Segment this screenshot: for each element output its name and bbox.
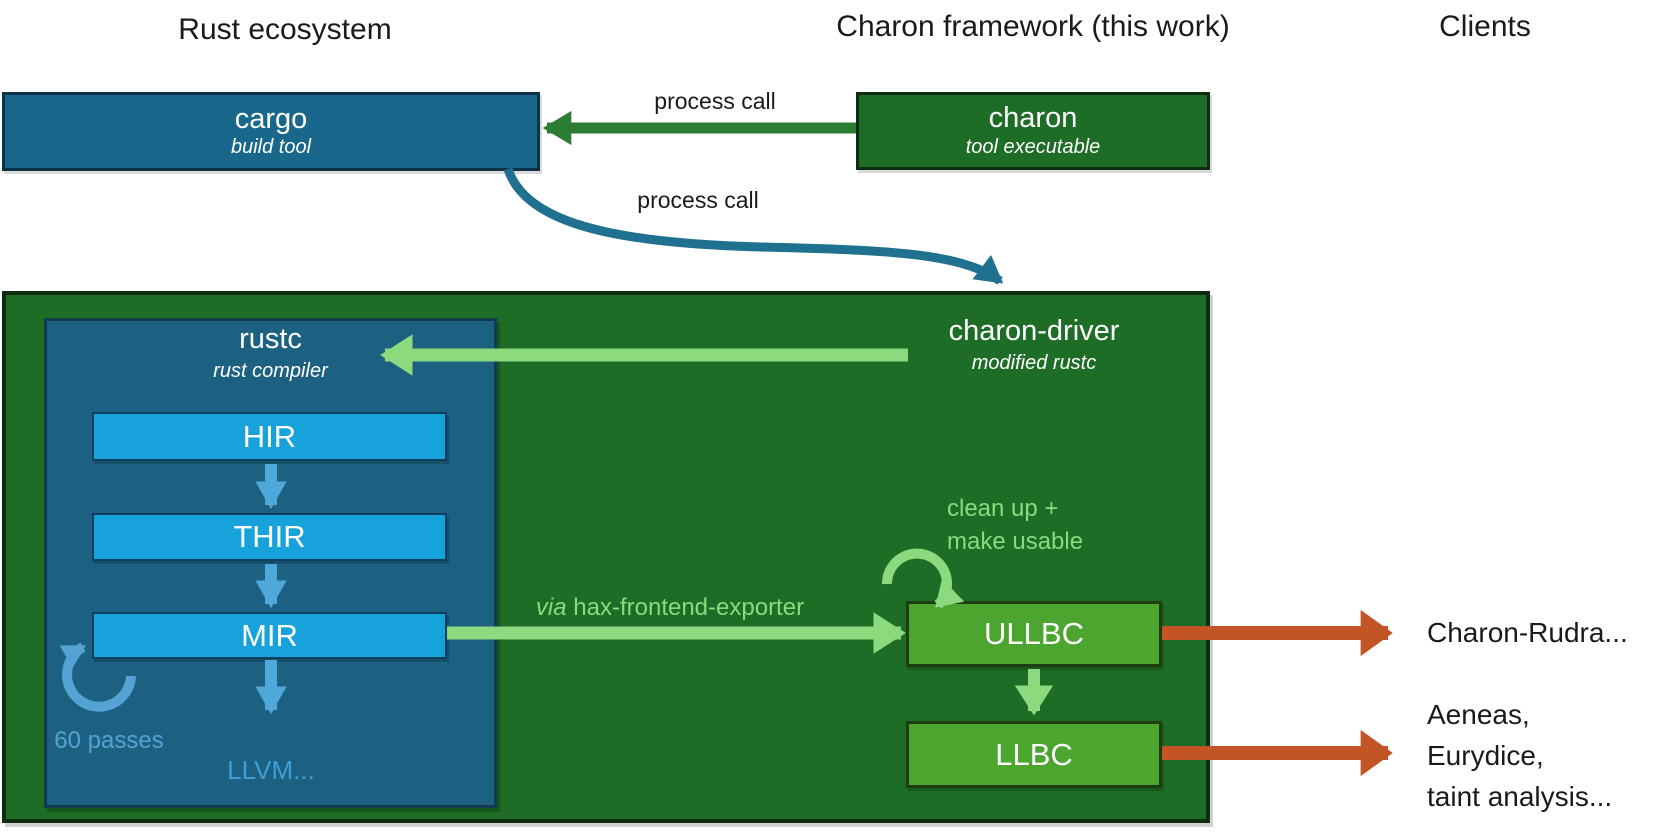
charon-driver-subtitle: modified rustc [971,352,1097,374]
hir-box: HIR [92,412,447,461]
llvm-label: LLVM... [227,755,315,785]
llbc-box: LLBC [906,721,1162,788]
cargo-subtitle: build tool [230,136,312,159]
column-header-rust-ecosystem: Rust ecosystem [178,13,392,46]
charon-box: charon tool executable [856,92,1210,170]
charon-subtitle: tool executable [965,135,1101,158]
rustc-title: rustc [239,323,302,355]
clean-up-label: clean up + make usable [947,492,1083,558]
client-taint-analysis: taint analysis... [1427,781,1613,812]
client-list-label: Aeneas, Eurydice, taint analysis... [1427,694,1612,817]
thir-box: THIR [92,513,447,561]
process-call-label-top: process call [654,88,776,114]
rustc-subtitle: rust compiler [213,360,328,382]
client-eurydice: Eurydice, [1427,740,1544,771]
sixty-passes-label: 60 passes [54,727,164,754]
clean-up-line2: make usable [947,528,1084,555]
cargo-box: cargo build tool [2,92,540,171]
ullbc-box: ULLBC [906,601,1162,667]
rustc-box [44,318,497,808]
cargo-title: cargo [234,102,308,135]
client-aeneas: Aeneas, [1427,699,1530,730]
mir-box: MIR [92,612,447,659]
column-header-clients: Clients [1439,10,1531,43]
via-italic: via [535,594,567,621]
rustc-title-block: rustc rust compiler [44,322,497,386]
clean-up-line1: clean up + [947,495,1059,522]
arrow-cargo-to-charon-driver [503,167,1004,285]
charon-driver-title-block: charon-driver modified rustc [834,314,1234,378]
charon-driver-title: charon-driver [948,315,1120,347]
client-charon-rudra-label: Charon-Rudra... [1427,617,1628,648]
charon-title: charon [988,102,1078,135]
hax-frontend-exporter-text: hax-frontend-exporter [566,594,805,621]
process-call-label-mid: process call [637,187,759,213]
via-hax-frontend-exporter-label: via hax-frontend-exporter [505,594,835,622]
column-header-charon-framework: Charon framework (this work) [836,10,1230,43]
